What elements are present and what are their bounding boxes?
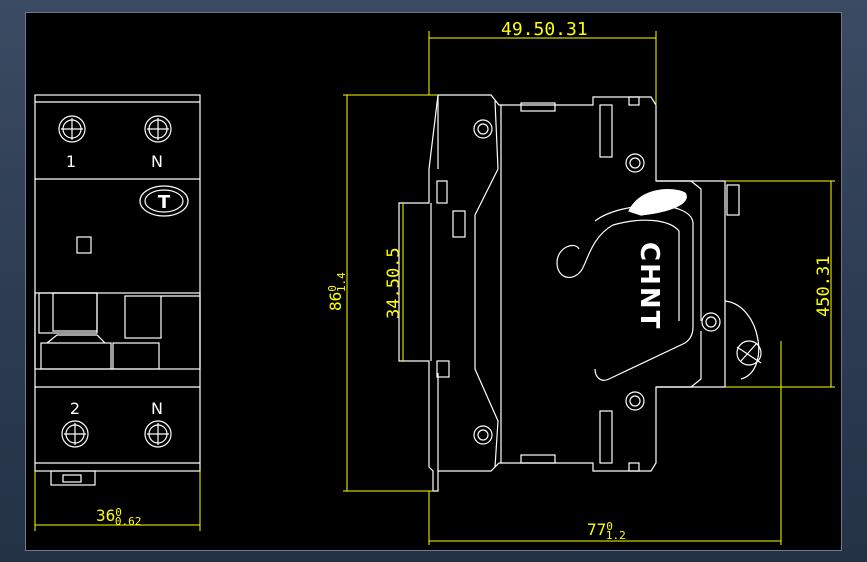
front-width-dimension — [34, 471, 201, 531]
front-view — [34, 94, 201, 486]
terminal-label-1: 1 — [66, 152, 76, 171]
dim-lower-tol: 1.4 — [335, 272, 348, 292]
dim-lower-tol: 1.2 — [606, 529, 626, 542]
terminal-label-n-bottom: N — [151, 399, 163, 418]
terminal-label-2: 2 — [70, 399, 80, 418]
dim-upper-tol: 0 — [115, 506, 122, 519]
dim-lower-tol: 0.62 — [115, 515, 142, 528]
test-button-icon — [139, 185, 189, 217]
dim-nominal: 36 — [96, 506, 115, 525]
brand-logo-text: CHNT — [634, 242, 664, 330]
din-clip — [50, 470, 96, 486]
height-dimension — [343, 94, 438, 492]
indicator-window — [76, 236, 92, 254]
test-button-label: T — [158, 192, 171, 213]
height-text: 8601.4 — [326, 272, 348, 311]
bottom-width-dimension — [428, 341, 782, 545]
top-width-dimension — [428, 31, 657, 105]
dim-upper-tol: 0 — [326, 285, 339, 292]
side-view — [398, 94, 762, 492]
top-width-text: 49.50.31 — [501, 19, 588, 40]
dim-upper-tol: 0 — [606, 520, 613, 533]
dim-nominal: 77 — [587, 520, 606, 539]
terminal-screw-icon — [144, 420, 172, 448]
right-height-text: 450.31 — [814, 256, 834, 317]
terminal-screw-icon — [58, 115, 86, 143]
terminal-label-n-top: N — [151, 152, 163, 171]
terminal-screw-icon — [144, 115, 172, 143]
right-height-dimension — [725, 180, 835, 388]
toggle-handle — [34, 292, 201, 370]
din-text: 34.50.5 — [384, 247, 404, 319]
dim-nominal: 86 — [326, 292, 345, 311]
terminal-screw-icon — [61, 420, 89, 448]
side-body-outline — [398, 94, 726, 492]
front-body-outline — [34, 94, 201, 472]
